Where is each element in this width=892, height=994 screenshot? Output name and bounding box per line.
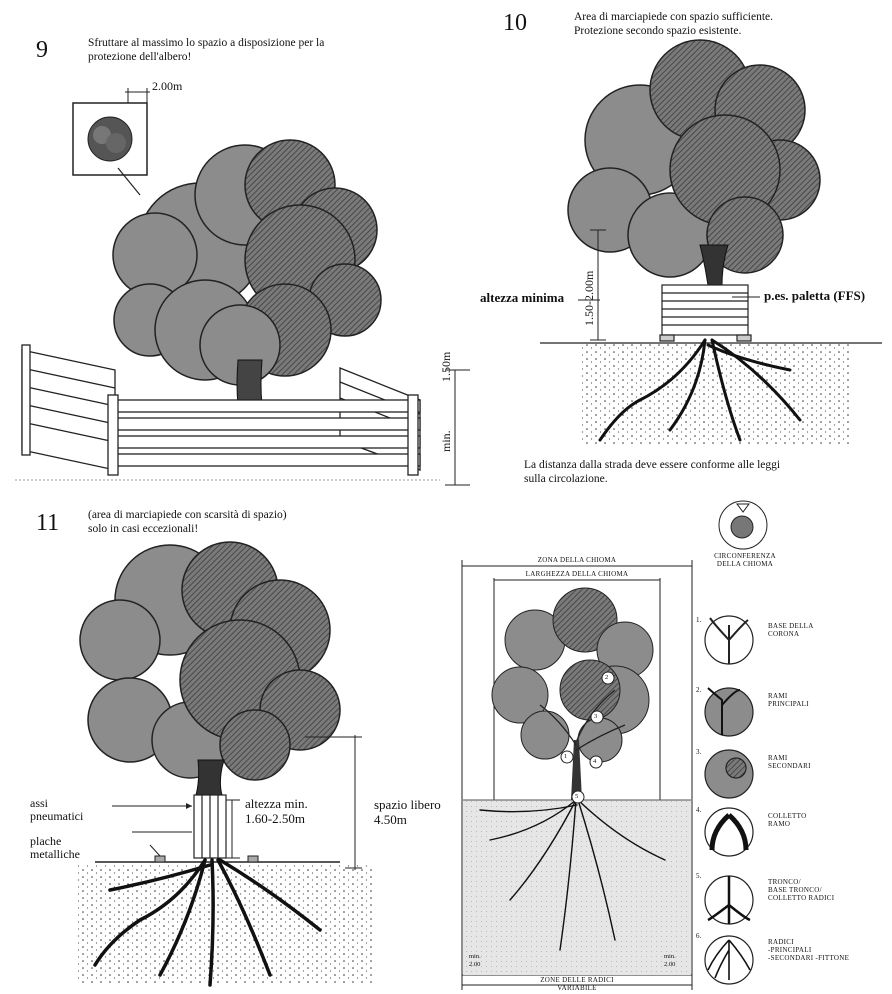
part-3-line2: SECONDARI (768, 762, 878, 770)
panel11-label-height-2: 1.60-2.50m (245, 811, 308, 826)
part-1-label: BASE DELLA CORONA (768, 622, 878, 638)
part-6-line2: -PRINCIPALI (768, 946, 878, 954)
part-4-line1: COLLETTO (768, 812, 878, 820)
part-6-number: 6. (696, 932, 702, 940)
marker-3-label: 3 (594, 713, 597, 721)
panel12-side-left: min. 2.00 (469, 953, 491, 968)
part-5-line2: BASE TRONCO/ (768, 886, 878, 894)
panel9-dim-min: min. (440, 430, 453, 452)
part-6-label: RADICI -PRINCIPALI -SECONDARI -FITTONE (768, 938, 878, 962)
panel10-caption-line1: Area di marciapiede con spazio sufficien… (574, 10, 874, 24)
part-4-number: 4. (696, 806, 702, 814)
panel11-caption-line2: solo in casi eccezionali! (88, 522, 408, 536)
panel11-caption-line1: (area di marciapiede con scarsità di spa… (88, 508, 408, 522)
panel11-label-free-2: 4.50m (374, 812, 441, 827)
panel9-caption-line1: Sfruttare al massimo lo spazio a disposi… (88, 36, 418, 50)
panel11-label-plates: plache metalliche (30, 835, 80, 861)
panel10-label-height: altezza minima (480, 290, 564, 305)
panel9-number: 9 (36, 37, 48, 64)
marker-1-label: 1 (564, 753, 567, 761)
panel10-note-line1: La distanza dalla strada deve essere con… (524, 458, 884, 472)
part-1-line2: CORONA (768, 630, 878, 638)
part-6-line1: RADICI (768, 938, 878, 946)
panel10-caption-line2: Protezione secondo spazio esistente. (574, 24, 874, 38)
panel11-label-tires: assi pneumatici (30, 797, 83, 823)
part-3-number: 3. (696, 748, 702, 756)
panel11-drawing (75, 542, 375, 985)
panel12-crown-width: LARGHEZZA DELLA CHIOMA (494, 570, 660, 578)
part-2-line2: PRINCIPALI (768, 700, 878, 708)
panel11-label-height: altezza min. 1.60-2.50m (245, 796, 308, 826)
marker-5-label: 5 (575, 793, 578, 801)
panel12-crown (492, 588, 653, 762)
part-5-label: TRONCO/ BASE TRONCO/ COLLETTO RADICI (768, 878, 878, 902)
marker-2-label: 2 (605, 674, 608, 682)
panel12-circumference: CIRCONFERENZA DELLA CHIOMA (700, 552, 790, 568)
panel10-pallet (660, 285, 751, 341)
panel12-zone-roots-1: ZONE DELLE RADICI (462, 976, 692, 984)
panel12-zone-roots-2: VARIABILE (462, 984, 692, 992)
panel11-label-height-1: altezza min. (245, 796, 308, 811)
part-6-line3: -SECONDARI -FITTONE (768, 954, 878, 962)
part-2-label: RAMI PRINCIPALI (768, 692, 878, 708)
panel9-drawing (15, 88, 470, 485)
panel10-crown (568, 40, 820, 277)
panel9-caption-line2: protezione dell'albero! (88, 50, 418, 64)
part-5-line1: TRONCO/ (768, 878, 878, 886)
panel10-caption: Area di marciapiede con spazio sufficien… (574, 10, 874, 38)
panel12-circ-2: DELLA CHIOMA (700, 560, 790, 568)
part-1-number: 1. (696, 616, 702, 624)
panel9-dim-top: 2.00m (152, 80, 182, 93)
panel10-note-line2: sulla circolazione. (524, 472, 884, 486)
part-3-line1: RAMI (768, 754, 878, 762)
part-icons (705, 616, 753, 984)
panel10-drawing (540, 40, 882, 444)
part-5-number: 5. (696, 872, 702, 880)
part-2-number: 2. (696, 686, 702, 694)
panel12-zone-crown: ZONA DELLA CHIOMA (462, 556, 692, 564)
panel12-side-right: min. 2.00 (664, 953, 686, 968)
panel11-tire-guard (194, 795, 226, 858)
panel10-label-pallet: p.es. paletta (FFS) (764, 288, 865, 303)
panel12-circ-1: CIRCONFERENZA (700, 552, 790, 560)
panel11-crown (80, 542, 340, 780)
panel10-note: La distanza dalla strada deve essere con… (524, 458, 884, 486)
panel9-crown (113, 140, 381, 385)
panel9-dim-height: 1.50m (440, 352, 453, 382)
panel11-label-free-1: spazio libero (374, 797, 441, 812)
part-4-line2: RAMO (768, 820, 878, 828)
panel9-caption: Sfruttare al massimo lo spazio a disposi… (88, 36, 418, 64)
part-4-label: COLLETTO RAMO (768, 812, 878, 828)
panel11-number: 11 (36, 510, 59, 537)
part-1-line1: BASE DELLA (768, 622, 878, 630)
panel11-caption: (area di marciapiede con scarsità di spa… (88, 508, 408, 536)
panel12-zone-roots: ZONE DELLE RADICI VARIABILE (462, 976, 692, 992)
marker-4-label: 4 (593, 758, 596, 766)
panel11-label-tires-2: pneumatici (30, 810, 83, 823)
part-2-line1: RAMI (768, 692, 878, 700)
panel10-dim-height: 1.50-2.00m (583, 271, 596, 326)
part-3-label: RAMI SECONDARI (768, 754, 878, 770)
part-5-line3: COLLETTO RADICI (768, 894, 878, 902)
panel10-number: 10 (503, 10, 527, 37)
panel11-label-plates-2: metalliche (30, 848, 80, 861)
panel11-label-free: spazio libero 4.50m (374, 797, 441, 827)
